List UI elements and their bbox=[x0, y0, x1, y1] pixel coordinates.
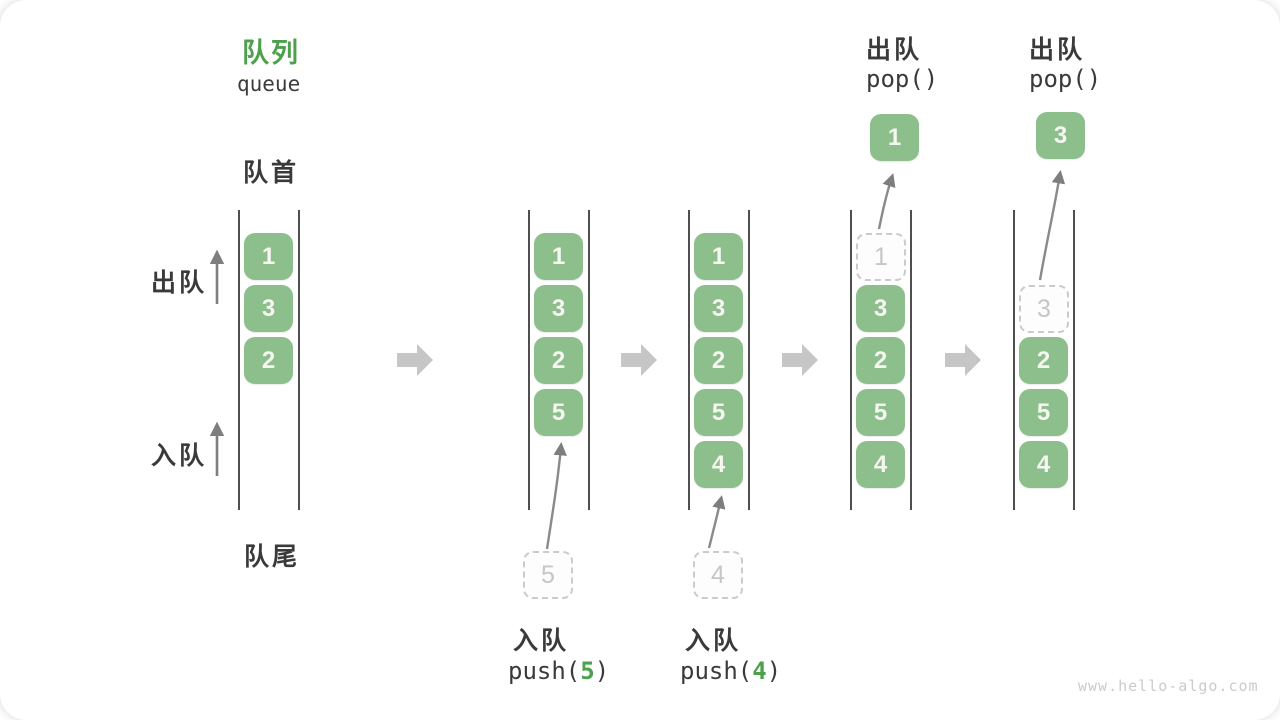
queue-item: 1 bbox=[244, 233, 293, 280]
op-label-enqueue: 入队 bbox=[685, 627, 742, 655]
queue-item: 2 bbox=[856, 337, 905, 384]
queue-item: 3 bbox=[534, 285, 583, 332]
incoming-item-ghost: 4 bbox=[693, 551, 743, 599]
pop-1-arrow-icon bbox=[877, 173, 896, 230]
op-code-push: push(4) bbox=[680, 657, 781, 685]
queue-column-wall bbox=[1013, 210, 1015, 510]
queue-item: 4 bbox=[694, 441, 743, 488]
queue-item: 3 bbox=[244, 285, 293, 332]
incoming-item-ghost: 5 bbox=[523, 551, 573, 599]
op-code-pop: pop() bbox=[1029, 65, 1102, 93]
op-code-push-part: push( bbox=[508, 657, 581, 685]
label-queue-front: 队首 bbox=[243, 159, 300, 187]
flow-arrow-icon bbox=[621, 344, 657, 376]
queue-item: 2 bbox=[1019, 337, 1068, 384]
queue-item: 4 bbox=[1019, 441, 1068, 488]
queue-item-ghost: 3 bbox=[1019, 285, 1069, 333]
queue-item: 1 bbox=[694, 233, 743, 280]
op-code-push-part: ) bbox=[766, 657, 782, 685]
flow-arrow-icon bbox=[397, 344, 433, 376]
queue-item: 5 bbox=[694, 389, 743, 436]
op-label-enqueue: 入队 bbox=[513, 627, 570, 655]
label-dequeue-direction: 出队 bbox=[151, 269, 208, 297]
op-label-dequeue: 出队 bbox=[1029, 36, 1086, 64]
queue-column-wall bbox=[588, 210, 590, 510]
queue-item: 5 bbox=[534, 389, 583, 436]
queue-item: 5 bbox=[1019, 389, 1068, 436]
op-code-push-part: 5 bbox=[580, 657, 595, 685]
queue-column-wall bbox=[910, 210, 912, 510]
queue-item: 1 bbox=[534, 233, 583, 280]
queue-column-wall bbox=[528, 210, 530, 510]
queue-column-wall bbox=[688, 210, 690, 510]
queue-item: 2 bbox=[244, 337, 293, 384]
label-enqueue-direction: 入队 bbox=[151, 442, 208, 470]
queue-column-wall bbox=[298, 210, 300, 510]
queue-column-wall bbox=[748, 210, 750, 510]
op-label-dequeue: 出队 bbox=[866, 36, 923, 64]
queue-item: 3 bbox=[694, 285, 743, 332]
queue-item: 5 bbox=[856, 389, 905, 436]
push-4-arrow-icon bbox=[707, 495, 726, 549]
op-code-push-part: 4 bbox=[752, 657, 767, 685]
popped-item: 3 bbox=[1036, 112, 1085, 159]
op-code-push-part: ) bbox=[594, 657, 610, 685]
label-queue-rear: 队尾 bbox=[244, 543, 301, 571]
queue-item: 4 bbox=[856, 441, 905, 488]
pop-3-arrow-icon bbox=[1038, 170, 1066, 281]
queue-item: 2 bbox=[534, 337, 583, 384]
watermark: www.hello-algo.com bbox=[1078, 677, 1259, 695]
queue-column-wall bbox=[850, 210, 852, 510]
queue-column-wall bbox=[1073, 210, 1075, 510]
diagram-title-zh: 队列 bbox=[242, 38, 300, 68]
flow-arrow-icon bbox=[782, 344, 818, 376]
push-5-arrow-icon bbox=[545, 441, 567, 550]
queue-item-ghost: 1 bbox=[856, 233, 906, 281]
queue-column-wall bbox=[238, 210, 240, 510]
op-code-push-part: push( bbox=[680, 657, 753, 685]
queue-item: 3 bbox=[856, 285, 905, 332]
flow-arrow-icon bbox=[945, 344, 981, 376]
popped-item: 1 bbox=[870, 114, 919, 161]
op-code-push: push(5) bbox=[508, 657, 609, 685]
op-code-pop: pop() bbox=[866, 65, 939, 93]
queue-item: 2 bbox=[694, 337, 743, 384]
diagram-title-en: queue bbox=[237, 72, 301, 96]
